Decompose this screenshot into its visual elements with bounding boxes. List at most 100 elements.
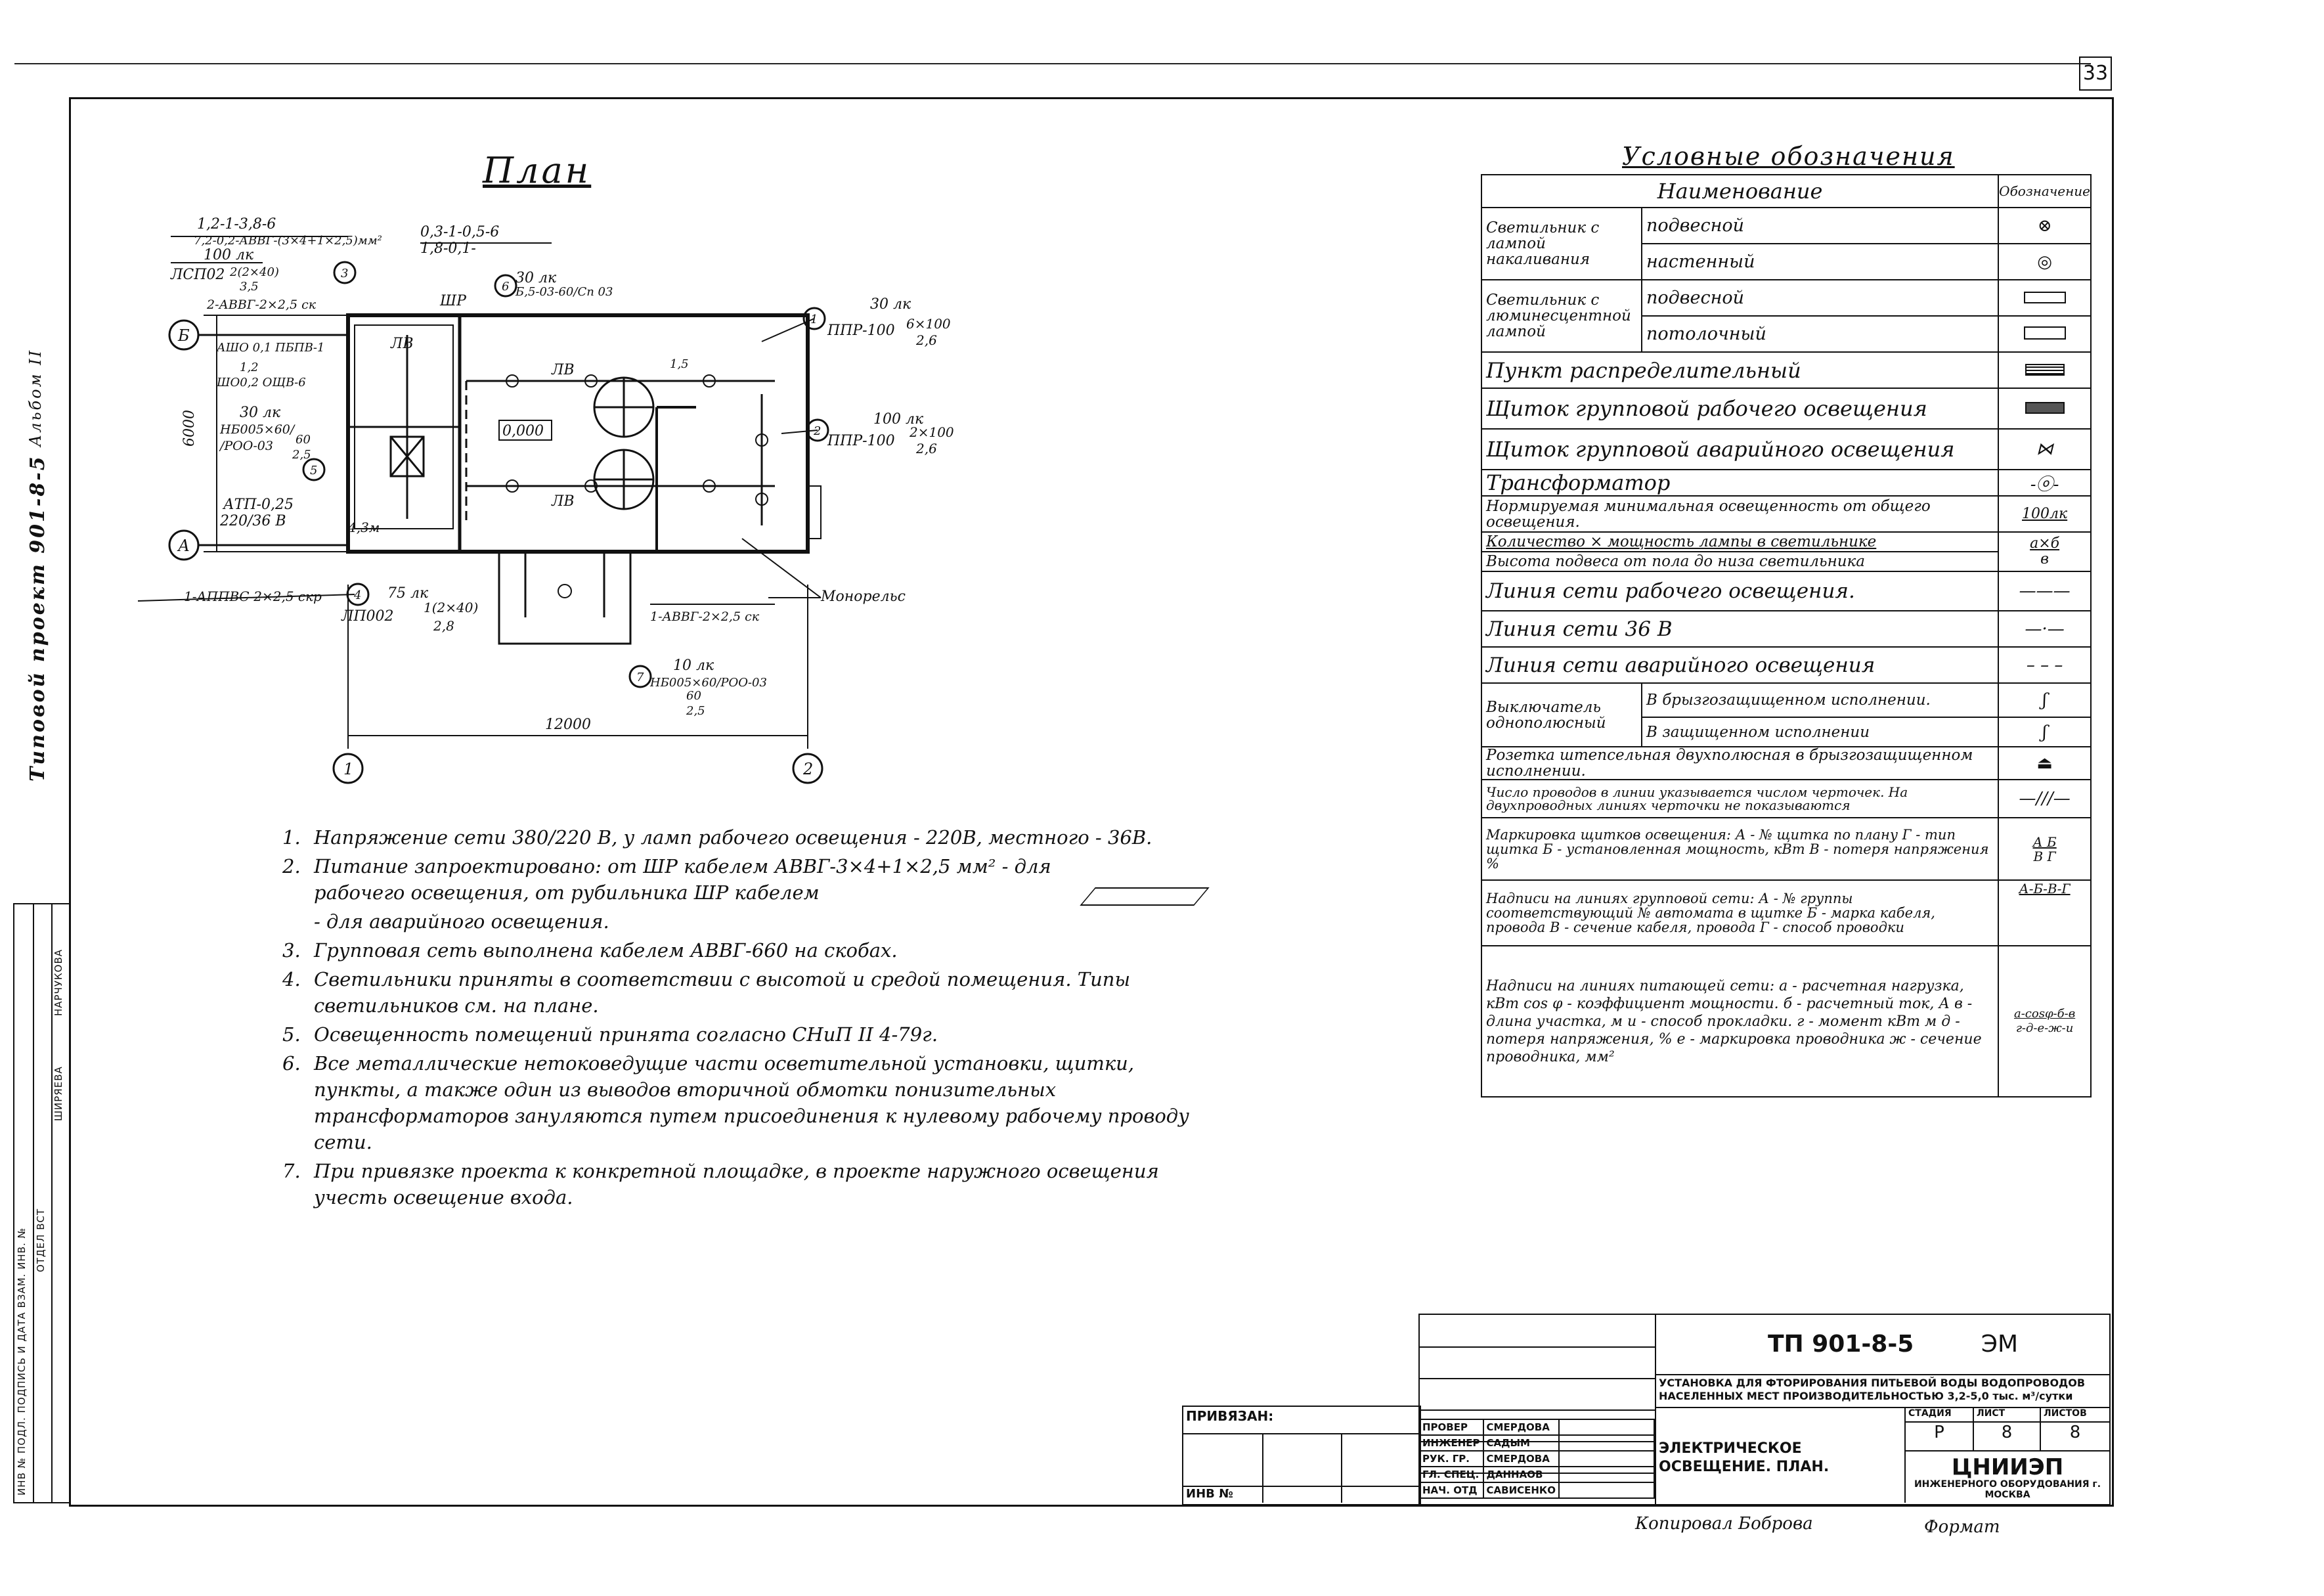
legend-row-feeder-labels: Надписи на линиях питающей сети: а - рас… <box>1480 945 2000 1097</box>
plan-label-26: 220/36 В <box>219 513 286 529</box>
stage-header: СТАДИЯ <box>1908 1408 1952 1419</box>
group-label-symbol: А-Б-В-Г <box>1998 879 2092 946</box>
signature-5 <box>1558 1482 1655 1499</box>
axis-1-label: 1 <box>343 760 353 778</box>
plan-label-28: ППР-100 <box>827 433 895 449</box>
sheets-header: ЛИСТОВ <box>2044 1408 2087 1419</box>
fluorescent-ceiling-icon <box>1998 315 2092 353</box>
wire-count-icon: —///— <box>1998 779 2092 818</box>
stamp-col-2: ШИРЯЕВА <box>53 1066 64 1121</box>
note-3: 3.Групповая сеть выполнена кабелем АВВГ-… <box>282 939 898 962</box>
switch-protected-icon: ʃ <box>1998 717 2092 747</box>
role-4: ГЛ. СПЕЦ. <box>1418 1466 1484 1483</box>
plan-title: План <box>483 150 592 191</box>
role-2-name: САДЫМ <box>1482 1434 1560 1452</box>
legend-row-height: Высота подвеса от пола до низа светильни… <box>1480 551 2000 572</box>
callout-1: 1 <box>810 313 818 326</box>
legend-row-switch-protected: В защищенном исполнении <box>1640 717 2000 747</box>
signature-2 <box>1558 1434 1655 1452</box>
plan-label-11: Б,5-03-60/Сп 03 <box>515 285 613 299</box>
stamp-col-3: НАРЧУКОВА <box>53 948 64 1016</box>
legend-col-name: Наименование <box>1480 174 2000 208</box>
sheet-header: ЛИСТ <box>1977 1408 2006 1419</box>
project-code: ТП 901-8-5 <box>1768 1331 1914 1358</box>
inv-label: ИНВ № <box>1186 1487 1233 1501</box>
plan-label-1: 1,2-1-3,8-6 <box>197 216 276 233</box>
note-5: 5.Освещенность помещений принята согласн… <box>282 1023 938 1046</box>
legend-row-illuminance: Нормируемая минимальная освещенность от … <box>1480 495 2000 533</box>
axis-a-label: А <box>177 537 190 555</box>
plan-label-35: 1,5 <box>670 357 689 371</box>
plan-label-43: Монорельс <box>820 588 906 605</box>
album-vertical: Альбом II <box>26 348 45 447</box>
legend-col-symbol: Обозначение <box>1998 174 2092 208</box>
plan-label-19: ШО0,2 ОЩВ-6 <box>216 376 306 389</box>
legend-row-pendant-2: подвесной <box>1640 279 2000 317</box>
legend-row-socket: Розетка штепсельная двухполюсная в брызг… <box>1480 746 2000 780</box>
plan-label-42: 1-АВВГ-2×2,5 ск <box>650 610 760 624</box>
emergency-cable-symbol <box>1080 887 1210 906</box>
signature-4 <box>1558 1466 1655 1483</box>
stamp-col-4: ИНВ № ПОДЛ. ПОДПИСЬ И ДАТА ВЗАМ. ИНВ. № <box>16 1227 28 1496</box>
legend-row-transformer: Трансформатор <box>1480 469 2000 497</box>
switch-splashproof-icon: ʃ <box>1998 682 2092 718</box>
plan-label-33: ЛВ <box>551 493 575 510</box>
legend-row-work-panel: Щиток групповой рабочего освещения <box>1480 388 2000 430</box>
plan-label-36: 4,3м <box>347 520 380 535</box>
role-1-name: СМЕРДОВА <box>1482 1419 1560 1436</box>
axis-2-label: 2 <box>802 760 813 778</box>
legend-row-emergency-line: Линия сети аварийного освещения <box>1480 646 2000 684</box>
legend-row-distribution: Пункт распределительный <box>1480 351 2000 389</box>
role-5-name: САВИСЕНКО <box>1482 1482 1560 1499</box>
legend-row-switch-splashproof: В брызгозащищенном исполнении. <box>1640 682 2000 718</box>
plan-label-44: 10 лк <box>673 657 714 674</box>
legend-table: Наименование Обозначение Светильник с ла… <box>1480 174 2092 1097</box>
work-panel-icon <box>1998 388 2092 430</box>
callout-4: 4 <box>353 588 361 602</box>
plan-label-14: ППР-100 <box>827 322 895 339</box>
plan-label-41: 1-АППВС-2×2,5 скр <box>184 588 322 604</box>
plan-label-39: 1(2×40) <box>424 600 478 615</box>
drawing-mark: ЭМ <box>1981 1331 2019 1358</box>
org-sub: ИНЖЕНЕРНОГО ОБОРУДОВАНИЯ г. МОСКВА <box>1914 1479 2101 1500</box>
plan-label-49: 6000 <box>181 410 198 447</box>
plan-label-32: ЛВ <box>551 362 575 378</box>
plan-label-12: ШР <box>439 293 467 309</box>
legend-row-incandescent: Светильник с лампой накаливания <box>1481 207 1642 280</box>
sheet-frame <box>69 97 2114 1507</box>
plan-label-30: 2,6 <box>915 441 937 456</box>
plan-label-17: АШО 0,1 ПБПВ-1 <box>215 341 324 355</box>
role-2: ИНЖЕНЕР <box>1418 1434 1484 1452</box>
legend-row-panel-marking: Маркировка щитков освещения: А - № щитка… <box>1480 817 2000 881</box>
plan-label-9: 1,8-0,1- <box>420 240 476 257</box>
object-title: УСТАНОВКА ДЛЯ ФТОРИРОВАНИЯ ПИТЬЕВОЙ ВОДЫ… <box>1659 1377 2086 1402</box>
callout-3: 3 <box>341 267 348 280</box>
format-label: Формат <box>1924 1517 2000 1537</box>
plan-label-31: ЛВ <box>390 336 414 352</box>
illuminance-symbol: 100лк <box>1998 495 2092 533</box>
legend-row-wall: настенный <box>1640 243 2000 280</box>
signature-3 <box>1558 1450 1655 1467</box>
signature-1 <box>1558 1419 1655 1436</box>
plan-label-8: 0,3-1-0,5-6 <box>420 224 499 240</box>
plan-label-37: 75 лк <box>387 585 429 602</box>
plan-label-16: 2,6 <box>915 332 937 348</box>
stamp-col-1: ОТДЕЛ ВСТ <box>35 1208 47 1272</box>
legend-row-group-labels: Надписи на линиях групповой сети: А - № … <box>1480 879 2000 946</box>
plan-label-25: АТП-0,25 <box>222 497 294 513</box>
page-number: 33 <box>2079 56 2112 91</box>
sheet-value: 8 <box>2001 1423 2013 1442</box>
legend-row-switch: Выключатель однополюсный <box>1481 682 1642 747</box>
note-7: 7.При привязке проекта к конкретной площ… <box>282 1160 1159 1208</box>
plan-label-20: 30 лк <box>240 405 281 421</box>
plan-label-5: 2(2×40) <box>229 265 279 279</box>
legend-row-ceiling: потолочный <box>1640 315 2000 353</box>
plan-label-21: НБ005×60/ <box>219 422 296 437</box>
36v-line-icon: —·— <box>1998 610 2092 648</box>
plan-label-3: 100 лк <box>204 247 254 263</box>
plan-label-48: 12000 <box>545 717 591 733</box>
plan-label-2: 7,2-0,2-АВВГ-(3×4+1×2,5)мм² <box>194 234 382 248</box>
